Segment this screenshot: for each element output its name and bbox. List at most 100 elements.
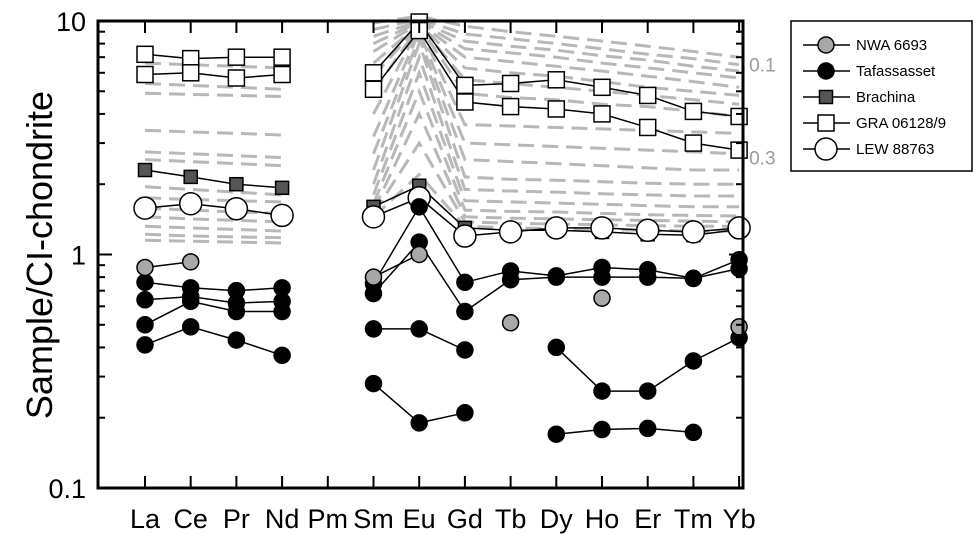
- model-curve: [372, 23, 740, 135]
- data-point: [136, 316, 154, 334]
- data-point: [133, 196, 157, 220]
- data-point: [684, 423, 703, 442]
- series-line: [144, 300, 283, 326]
- data-point: [410, 245, 428, 264]
- legend-marker: [817, 114, 835, 132]
- data-point: [136, 65, 154, 84]
- legend-label: Tafassasset: [856, 63, 936, 80]
- data-point: [364, 374, 383, 393]
- series-line: [144, 295, 283, 304]
- legend-label: LEW 88763: [856, 141, 934, 158]
- x-tick-label: Er: [634, 504, 661, 534]
- x-tick-label: Sm: [353, 504, 394, 534]
- data-point: [136, 273, 154, 292]
- data-point: [364, 64, 383, 82]
- model-curve: [373, 14, 740, 59]
- series-line: [144, 202, 283, 217]
- data-point: [456, 302, 474, 321]
- data-point: [364, 268, 383, 286]
- data-point: [456, 93, 474, 111]
- y-axis-title: Sample/CI-chondrite: [19, 91, 60, 419]
- legend-marker: [818, 89, 834, 105]
- model-curve: [372, 23, 740, 118]
- data-point: [593, 105, 611, 123]
- x-tick-label: Ho: [585, 504, 620, 534]
- data-point: [224, 197, 249, 221]
- series-line: [556, 427, 694, 435]
- annotations: 0.10.3: [749, 56, 775, 170]
- y-tick-label: 10: [56, 7, 86, 37]
- model-curve: [372, 33, 740, 172]
- model-curve: [144, 238, 283, 245]
- data-point: [638, 118, 657, 137]
- model-curve: [144, 128, 283, 137]
- data-point: [730, 107, 748, 126]
- data-point: [456, 76, 474, 95]
- legend-marker: [817, 62, 835, 80]
- data-point: [547, 268, 566, 286]
- data-point: [183, 169, 198, 185]
- x-tick-label: Ce: [173, 504, 208, 534]
- data-point: [274, 180, 290, 196]
- model-curve: [372, 87, 740, 218]
- data-point: [684, 102, 703, 121]
- data-point: [136, 45, 154, 64]
- model-curve: [372, 27, 740, 156]
- data-point: [136, 291, 154, 309]
- model-curve: [372, 110, 740, 224]
- data-series: [133, 13, 751, 443]
- x-tick-label: Dy: [540, 504, 573, 534]
- data-point: [181, 318, 200, 336]
- data-point: [684, 134, 703, 152]
- x-tick-label: Gd: [447, 504, 483, 534]
- model-curve: [372, 21, 740, 89]
- legend-label: Brachina: [856, 89, 916, 106]
- data-point: [727, 216, 751, 240]
- data-point: [137, 162, 153, 178]
- model-curve: [372, 68, 740, 209]
- data-point: [638, 86, 657, 105]
- series: [136, 245, 748, 336]
- model-curve: [372, 20, 740, 80]
- model-curve: [372, 39, 740, 186]
- data-point: [270, 203, 294, 228]
- model-curve: [373, 17, 740, 67]
- data-point: [498, 220, 523, 244]
- model-curve: [144, 150, 283, 160]
- data-point: [364, 284, 383, 303]
- data-point: [730, 259, 748, 278]
- data-point: [681, 220, 706, 244]
- data-point: [547, 338, 566, 357]
- model-curve: [144, 215, 283, 224]
- data-point: [227, 302, 246, 321]
- data-point: [638, 419, 657, 438]
- data-point: [410, 198, 428, 216]
- data-point: [456, 273, 474, 292]
- legend-marker: [814, 137, 838, 161]
- x-tick-label: Tb: [495, 504, 527, 534]
- x-tick-label: Yb: [723, 504, 756, 534]
- legend-label: GRA 06128/9: [856, 115, 946, 132]
- x-tick-label: La: [130, 504, 161, 534]
- legend-label: NWA 6693: [856, 37, 927, 54]
- data-point: [456, 404, 474, 422]
- data-point: [410, 320, 428, 338]
- series: [136, 198, 748, 443]
- data-point: [501, 314, 520, 332]
- data-point: [593, 268, 611, 286]
- model-curve: [144, 196, 283, 204]
- x-tick-label: Pm: [308, 504, 349, 534]
- data-point: [590, 216, 614, 240]
- model-curve: [144, 185, 283, 197]
- x-tick-label: Tm: [674, 504, 713, 534]
- data-point: [501, 97, 520, 116]
- axis-ticks: [98, 20, 743, 489]
- data-point: [684, 269, 703, 288]
- data-point: [178, 191, 203, 216]
- series: [133, 186, 751, 248]
- data-point: [593, 382, 611, 400]
- data-point: [501, 270, 520, 289]
